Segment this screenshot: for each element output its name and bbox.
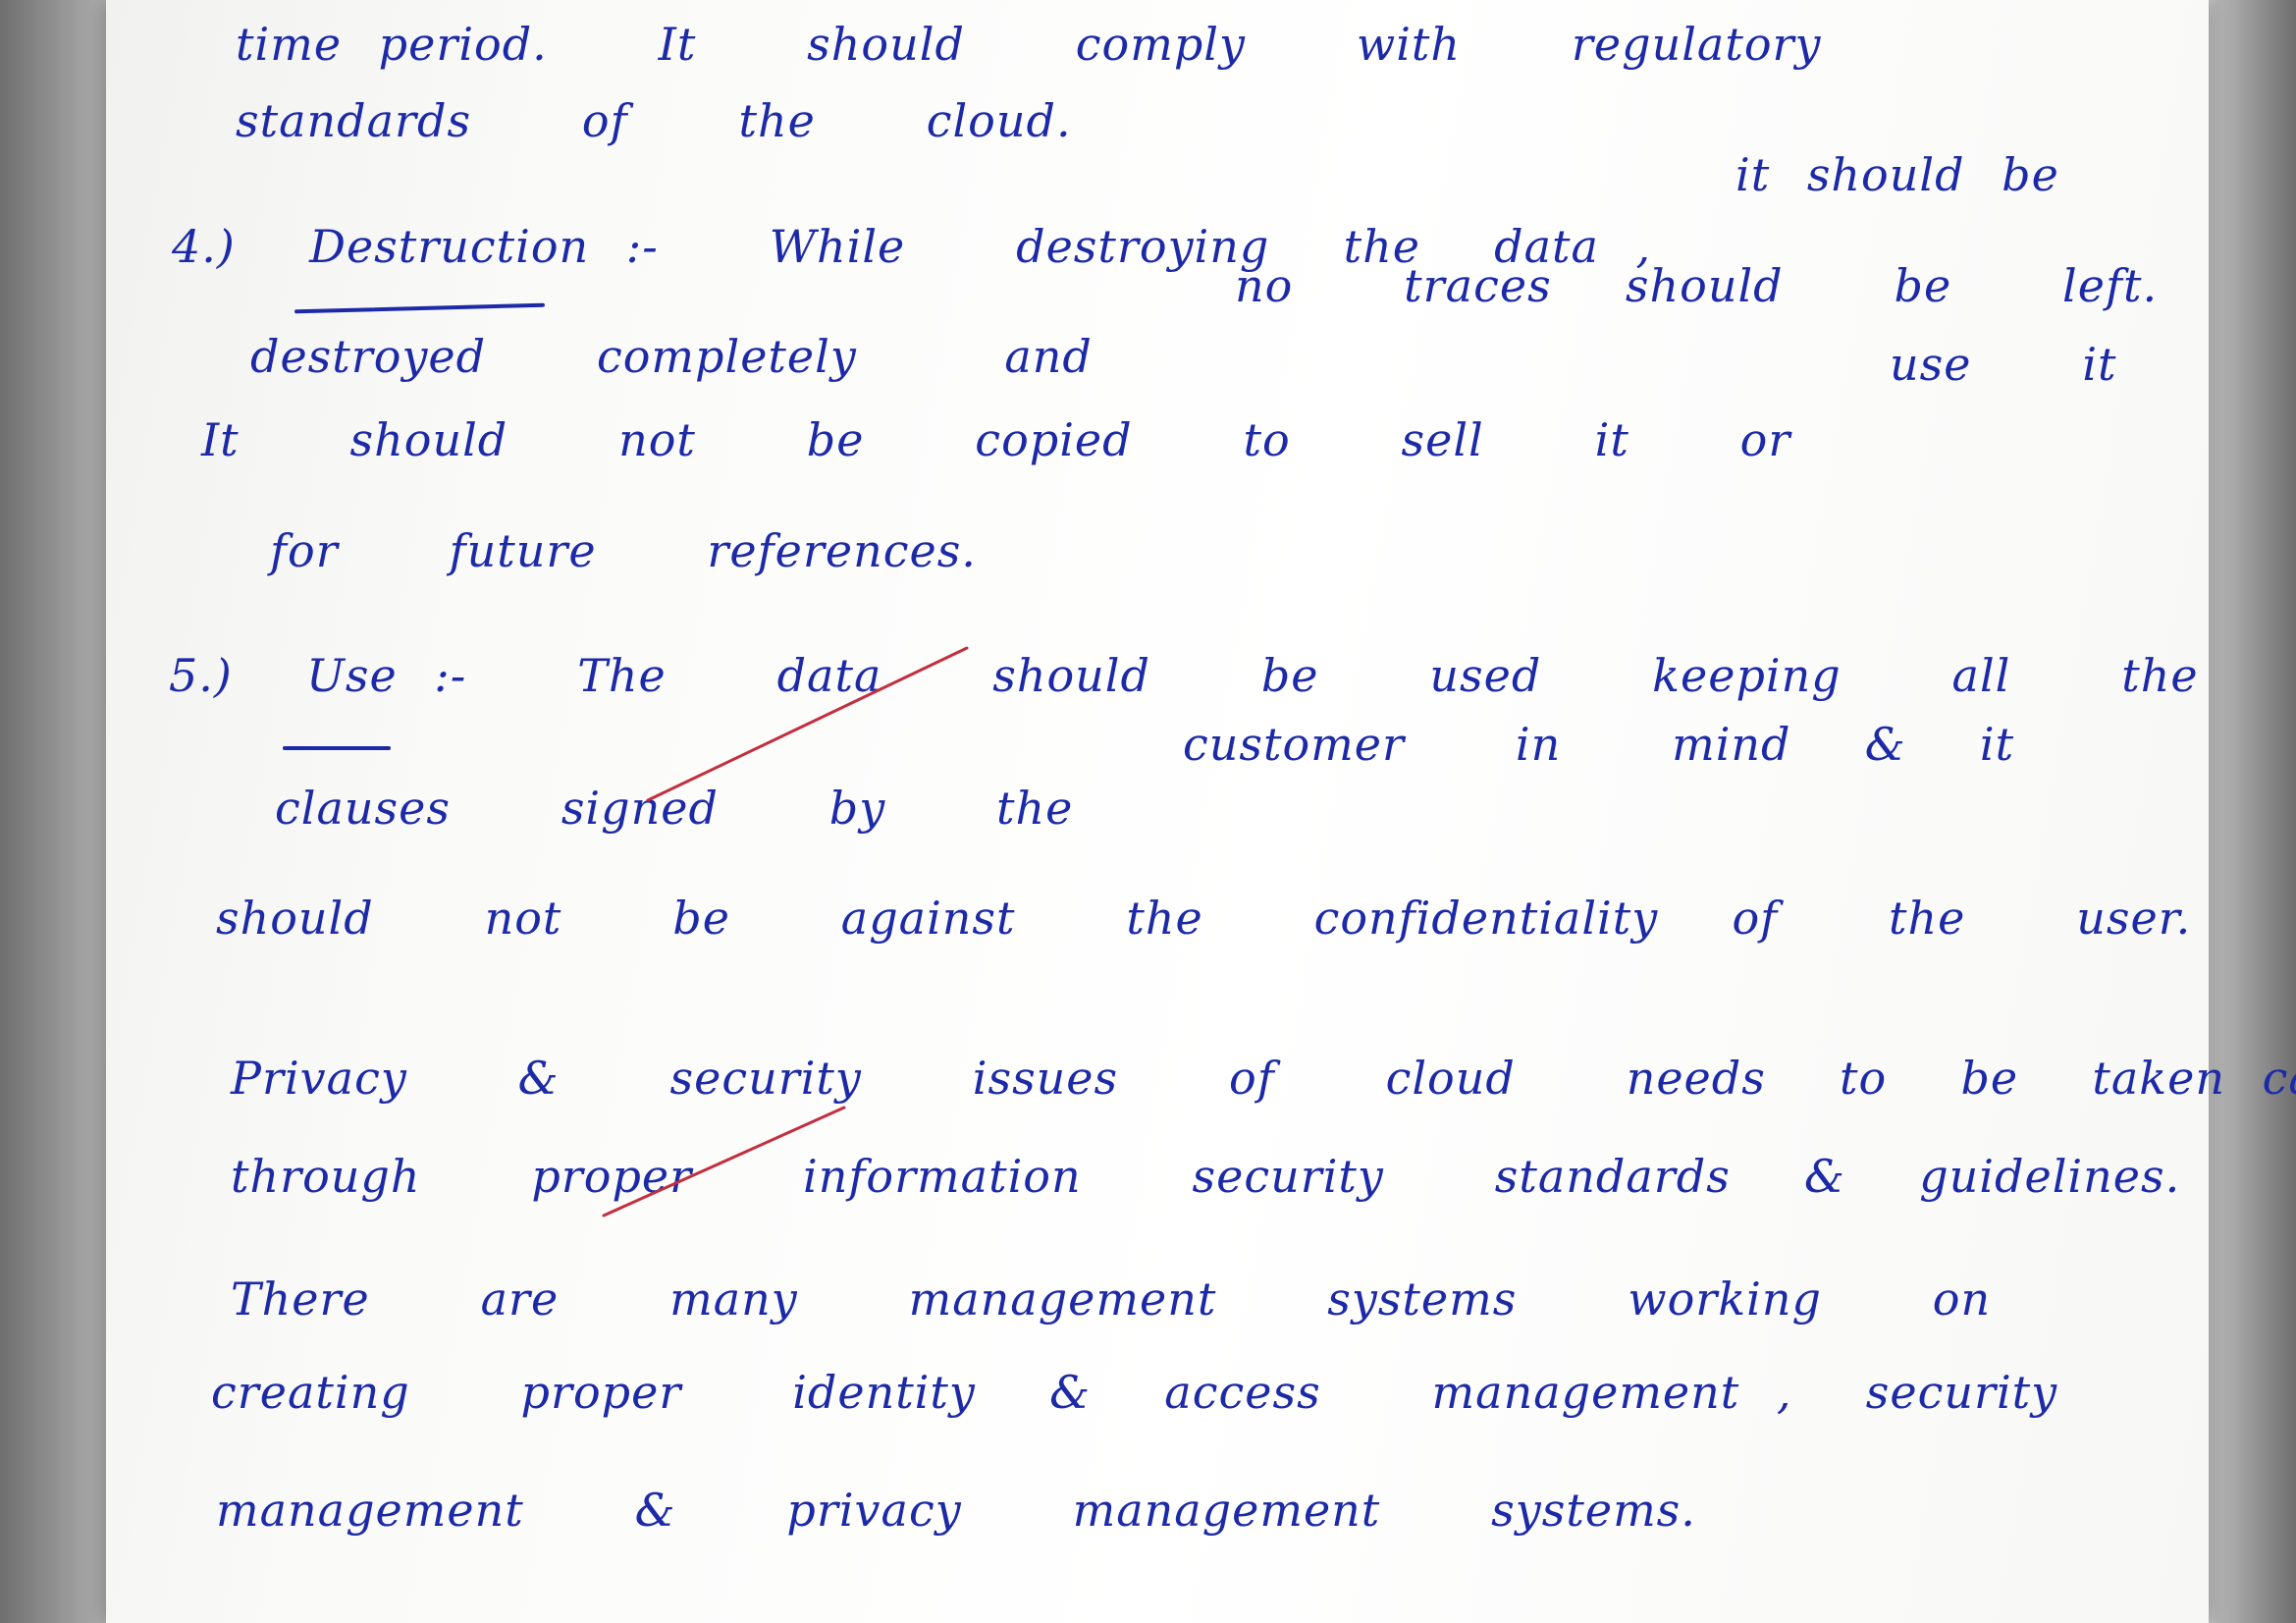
note-line: 5.) Use :- The data should be used keepi… [169, 649, 2199, 702]
note-line: Privacy & security issues of cloud needs… [231, 1052, 2296, 1105]
note-line: no traces should be left. [1235, 259, 2159, 312]
heading-underline-use [283, 746, 391, 750]
note-line: clauses signed by the [275, 782, 1074, 835]
note-line: through proper information security stan… [231, 1150, 2181, 1203]
note-line: standards of the cloud. [236, 94, 1072, 147]
note-line: should not be against the confidentialit… [216, 892, 2192, 945]
note-line: for future references. [270, 524, 977, 577]
note-line: 4.) Destruction :- While destroying the … [172, 220, 1652, 273]
note-line: It should not be copied to sell it or [201, 413, 1791, 466]
heading-underline-destruction [294, 302, 546, 314]
note-line: customer in mind & it [1183, 718, 2015, 771]
note-line: management & privacy management systems. [216, 1484, 1696, 1537]
note-line: use it [1890, 338, 2117, 391]
note-line: destroyed completely and [250, 330, 1093, 383]
note-line: it should be [1735, 148, 2059, 201]
notebook-page [106, 0, 2209, 1623]
page-edge-shadow-right [2198, 0, 2296, 1623]
note-line: creating proper identity & access manage… [211, 1366, 2058, 1419]
note-line: time period. It should comply with regul… [236, 18, 1822, 71]
note-line: There are many management systems workin… [231, 1272, 1992, 1325]
